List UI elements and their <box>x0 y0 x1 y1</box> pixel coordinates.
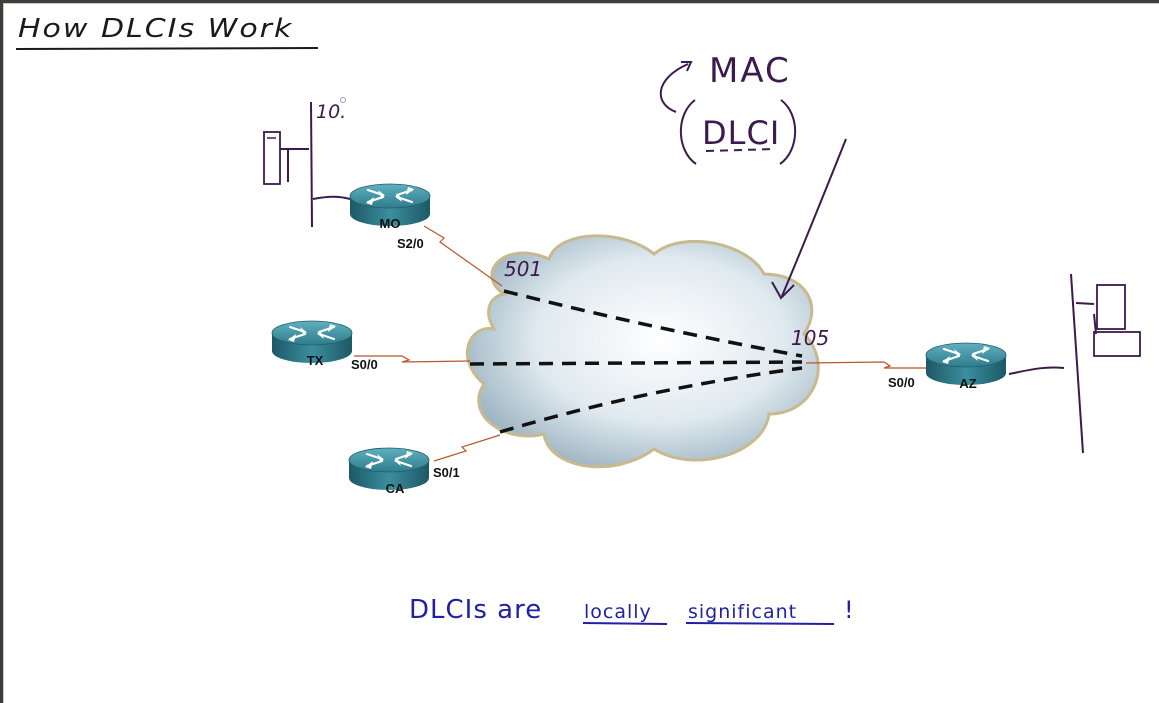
lan-segment-az <box>1008 273 1141 454</box>
pointer-arrow <box>781 138 847 297</box>
dlci-right-paren <box>779 99 797 165</box>
ip-dot-mark <box>340 97 346 103</box>
port-label-az: S0/0 <box>888 375 915 390</box>
link-mo <box>423 225 503 287</box>
dlci-annotation: DLCI <box>702 114 780 152</box>
lan-segment-mo <box>263 101 351 228</box>
pvc-mo-az <box>503 289 803 358</box>
dlci-105-annotation: 105 <box>791 326 829 350</box>
port-label-mo: S2/0 <box>397 236 424 251</box>
link-az <box>805 361 928 369</box>
link-ca <box>433 434 501 462</box>
mac-annotation: MAC <box>709 51 791 91</box>
serial-links <box>354 225 928 462</box>
frame-relay-diagram: How DLCIs Work MO TX CA AZ S2/0 S0/0 S0/… <box>15 13 1141 625</box>
footer-exclamation: ! <box>844 596 854 624</box>
dlci-dashed-underline <box>705 148 777 152</box>
frame-relay-cloud <box>465 234 820 469</box>
pvc-tx-az <box>469 360 803 366</box>
page-title: How DLCIs Work <box>18 13 293 43</box>
router-mo-label: MO <box>380 216 401 231</box>
footer-statement: DLCIs are locally significant ! <box>409 595 854 625</box>
router-az-label: AZ <box>959 376 976 391</box>
dlci-501-annotation: 501 <box>504 257 542 281</box>
ip-annotation: 10. <box>316 101 346 123</box>
footer-underline-significant <box>685 622 835 625</box>
dlci-left-paren <box>679 99 697 165</box>
footer-text-significant: significant <box>688 601 797 623</box>
title-underline <box>15 47 319 50</box>
whiteboard: How DLCIs Work MO TX CA AZ S2/0 S0/0 S0/… <box>3 3 1159 703</box>
link-tx <box>354 355 471 363</box>
port-label-tx: S0/0 <box>351 357 378 372</box>
footer-text-dlcis-are: DLCIs are <box>409 595 542 625</box>
pointer-arrow-head <box>771 281 795 300</box>
mac-arrow-head <box>681 61 693 72</box>
pvc-lines <box>469 289 803 434</box>
mac-curved-arrow <box>659 63 689 113</box>
footer-underline-locally <box>582 622 668 625</box>
footer-text-locally: locally <box>584 601 652 623</box>
router-tx-label: TX <box>307 353 324 368</box>
port-label-ca: S0/1 <box>433 465 460 480</box>
router-ca-label: CA <box>386 481 405 496</box>
